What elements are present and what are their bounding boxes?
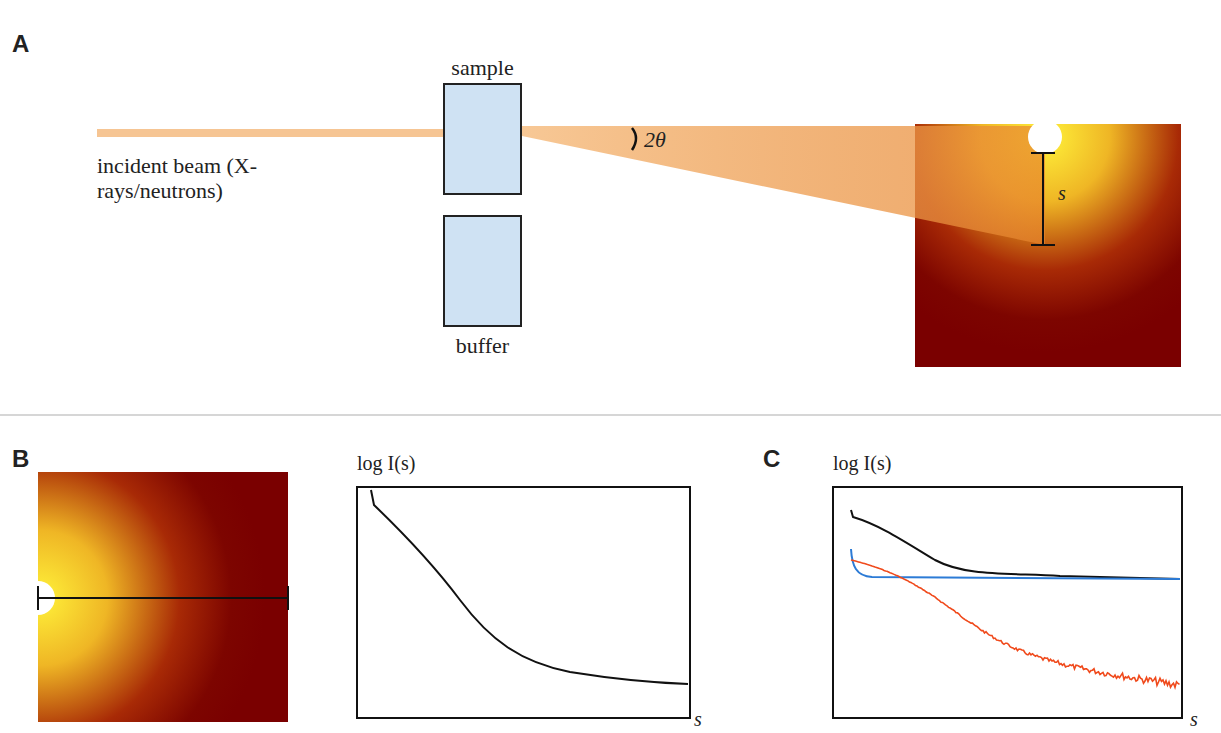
beam-label: incident beam (X-rays/neutrons) xyxy=(97,153,317,204)
plot-frame xyxy=(833,487,1182,718)
subtracted-curve xyxy=(851,560,1180,687)
buffer-curve xyxy=(851,549,1180,579)
axis-label: log I(s) xyxy=(833,452,891,475)
divider xyxy=(0,414,1221,416)
s-bracket xyxy=(1031,153,1055,245)
sample-cell: sample xyxy=(443,83,522,195)
panel-letter: C xyxy=(763,445,780,473)
detector xyxy=(38,472,288,722)
s-bracket xyxy=(38,586,288,610)
axis-label: s xyxy=(694,708,702,731)
axis-label: s xyxy=(1058,182,1066,205)
curve xyxy=(371,490,688,684)
panel-letter: A xyxy=(12,30,29,58)
cell-label: buffer xyxy=(456,333,509,359)
angle-label: 2θ xyxy=(644,127,666,152)
panel-letter: B xyxy=(12,445,29,473)
beam-stop xyxy=(1028,120,1062,154)
scattered-beam xyxy=(522,126,1045,245)
plot-frame xyxy=(357,487,690,718)
sample-cell: buffer xyxy=(443,215,522,327)
incident-beam xyxy=(97,129,445,137)
angle-arc xyxy=(632,128,636,150)
cell-label: sample xyxy=(451,55,513,81)
sample-curve xyxy=(851,510,1180,579)
axis-label: log I(s) xyxy=(357,452,415,475)
axis-label: s xyxy=(1190,708,1198,731)
